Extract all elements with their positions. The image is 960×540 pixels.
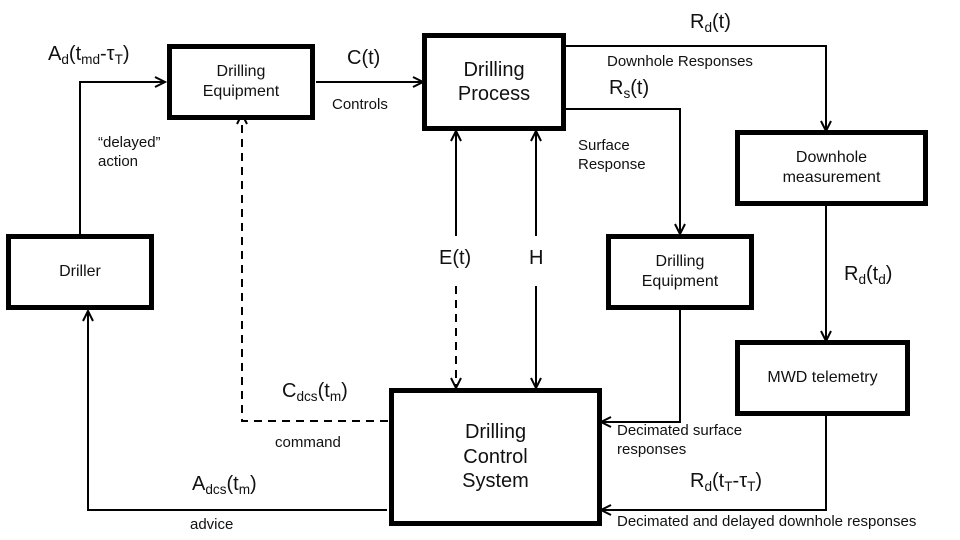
signal-rd-tt: Rd(tT-τT) xyxy=(690,470,763,495)
block-drilling-equipment-surface: Drilling Equipment xyxy=(606,234,754,310)
block-label: Drilling xyxy=(216,63,266,81)
signal-cdcs: Cdcs(tm) xyxy=(282,380,348,405)
note-delayed-action: “delayed” action xyxy=(98,134,161,170)
note-command: command xyxy=(275,434,341,451)
signal-rd-t: Rd(t) xyxy=(690,11,731,36)
note-controls: Controls xyxy=(332,96,388,113)
block-label: Control xyxy=(463,445,528,468)
block-label: Downhole xyxy=(795,149,868,167)
arrow-process-to-downhole xyxy=(564,45,832,134)
signal-adcs: Adcs(tm) xyxy=(192,473,257,498)
block-driller: Driller xyxy=(6,234,154,310)
note-advice: advice xyxy=(190,516,234,533)
block-label: Drilling xyxy=(655,253,705,271)
block-label: System xyxy=(462,470,529,493)
signal-rs-t: Rs(t) xyxy=(609,77,650,102)
arrow-driller-to-equipment xyxy=(79,76,168,236)
block-downhole-measurement: Downhole measurement xyxy=(735,130,928,206)
note-decimated-surface: Decimated surface responses xyxy=(617,422,743,458)
signal-ad: Ad(tmd-τT) xyxy=(48,43,130,68)
arrow-mwd-to-dcs xyxy=(598,415,827,516)
dashed-arrow-dcs-to-equipment xyxy=(236,111,388,422)
note-downhole-responses: Downhole Responses xyxy=(607,53,753,70)
block-mwd-telemetry: MWD telemetry xyxy=(735,340,910,416)
signal-h: H xyxy=(529,247,544,269)
block-label: Process xyxy=(457,83,531,105)
block-drilling-process: Drilling Process xyxy=(422,33,566,131)
block-drilling-control-system: Drilling Control System xyxy=(389,388,602,526)
arrow-dcs-to-driller xyxy=(82,308,387,511)
signal-rd-td: Rd(td) xyxy=(844,263,893,288)
block-label: Equipment xyxy=(202,83,280,100)
block-drilling-equipment: Drilling Equipment xyxy=(167,44,315,120)
block-label: Equipment xyxy=(641,273,719,290)
note-surface-response: Surface Response xyxy=(578,137,646,173)
block-label: Driller xyxy=(59,263,101,281)
block-label: Drilling xyxy=(464,421,527,444)
block-label: Drilling xyxy=(463,58,525,81)
arrow-process-to-surface-equipment xyxy=(564,108,686,237)
arrow-surface-equipment-to-dcs xyxy=(598,310,681,428)
block-label: MWD telemetry xyxy=(767,369,878,387)
signal-ct: C(t) xyxy=(347,47,381,69)
block-label: measurement xyxy=(782,169,881,186)
note-decimated-delayed: Decimated and delayed downhole responses xyxy=(617,513,917,530)
signal-et: E(t) xyxy=(439,247,472,269)
